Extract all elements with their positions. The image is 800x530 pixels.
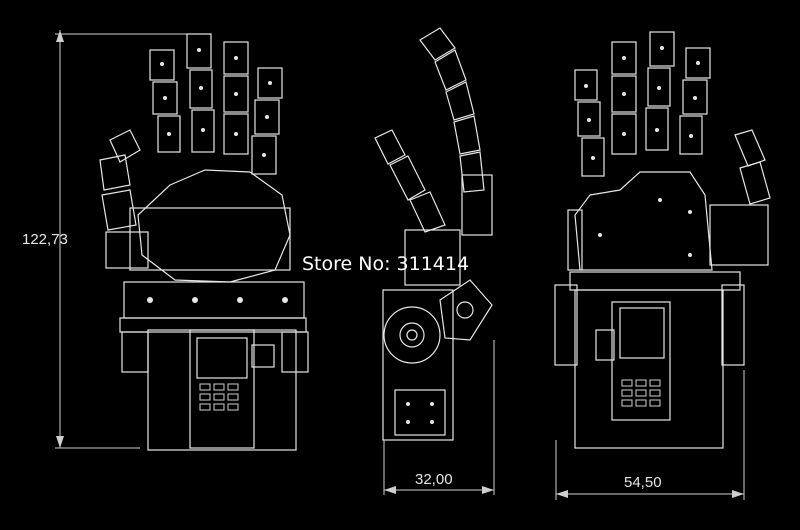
side-width-dimension-label: 32,00 xyxy=(415,471,453,488)
front-view-hand xyxy=(55,30,309,451)
height-dimension-label: 122,73 xyxy=(22,231,68,248)
side-view-hand xyxy=(374,27,495,495)
store-watermark: Store No: 311414 xyxy=(302,253,469,275)
back-view-hand xyxy=(554,31,771,500)
back-width-dimension-label: 54,50 xyxy=(624,474,662,491)
